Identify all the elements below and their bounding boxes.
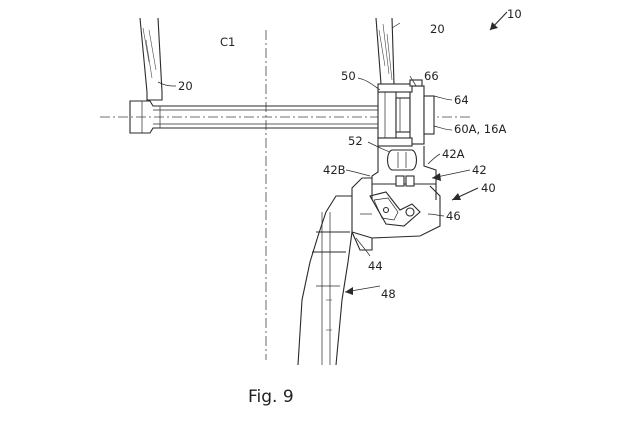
right-frame-member [375,17,395,85]
figure-caption: Fig. 9 [248,387,294,407]
mechanism-46 [351,175,441,239]
label-66: 66 [424,69,439,83]
arrows [345,11,508,295]
hub-assembly [377,79,435,147]
label-44: 44 [368,259,383,273]
label-10: 10 [507,7,522,21]
label-42a: 42A [442,147,465,161]
label-42: 42 [472,163,487,177]
leader-lines [157,22,471,293]
left-frame-member [139,17,163,101]
label-52: 52 [348,134,363,148]
label-40: 40 [481,181,496,195]
label-64: 64 [454,93,469,107]
label-46: 46 [446,209,461,223]
label-20-upper-right: 20 [430,22,445,36]
label-c1: C1 [220,35,235,49]
label-42b: 42B [323,163,346,177]
bracket-body [371,146,437,200]
lower-arm [297,195,373,366]
label-60a-16a: 60A, 16A [454,122,506,136]
label-50: 50 [341,69,356,83]
label-48: 48 [381,287,396,301]
label-20-lower-left: 20 [178,79,193,93]
